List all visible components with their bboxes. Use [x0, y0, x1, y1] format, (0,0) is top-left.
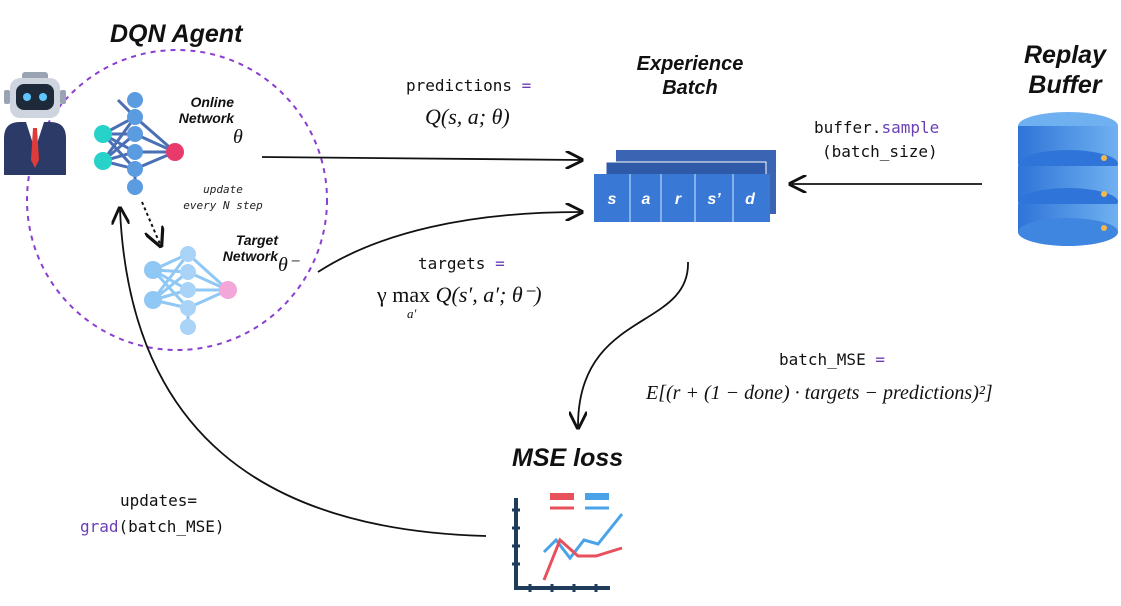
batch-cell-s2: s’: [707, 191, 721, 208]
sample-call-object: buffer.: [814, 118, 882, 137]
online-network-icon: [94, 92, 184, 195]
target-theta: θ⁻: [278, 254, 299, 276]
replay-title-line1: Replay: [1024, 41, 1106, 69]
updates-label-line1: updates=: [120, 491, 198, 510]
batch-mse-name: batch_MSE: [779, 350, 866, 369]
update-note: update every N step: [178, 182, 268, 214]
target-label-line1: Target: [235, 232, 278, 248]
sample-call-method: sample: [881, 118, 940, 137]
line-chart-icon: [512, 493, 624, 592]
sample-call-line1: buffer.sample: [814, 116, 939, 140]
targets-arrow: [317, 212, 580, 273]
updates-grad-fn: grad: [80, 517, 119, 536]
replay-title-line2: Buffer: [1028, 71, 1102, 99]
online-label-line1: Online: [190, 94, 234, 110]
database-icon: [1018, 112, 1118, 246]
robot-icon: [4, 72, 66, 175]
target-network-icon: [144, 246, 237, 335]
experience-batch-icon: s a r s’ d: [594, 150, 776, 222]
predictions-label: predictions =: [406, 76, 531, 95]
agent-title: DQN Agent: [110, 20, 243, 48]
updates-label: updates= grad(batch_MSE): [80, 488, 225, 540]
targets-formula-gamma-max: γ max: [377, 282, 431, 307]
mse-loss-title: MSE loss: [512, 444, 624, 472]
predictions-formula: Q(s, a; θ): [425, 104, 510, 129]
updates-grad-arg: (batch_MSE): [118, 517, 225, 536]
target-network-label: Target Network: [200, 232, 278, 264]
predictions-name: predictions: [406, 76, 512, 95]
targets-name: targets: [418, 254, 486, 273]
batch-to-loss-arrow: [578, 261, 689, 426]
updates-arrow: [120, 210, 487, 537]
batch-mse-label: batch_MSE =: [779, 350, 885, 369]
batch-mse-formula: E[(r + (1 − done) · targets − prediction…: [646, 382, 993, 404]
batch-cell-a: a: [642, 191, 651, 208]
targets-formula: γ max Q(s′, a′; θ⁻) a′: [377, 282, 542, 321]
targets-formula-q: Q(s′, a′; θ⁻): [435, 282, 542, 307]
batch-cell-r: r: [675, 191, 682, 208]
sample-call: buffer.sample (batch_size): [814, 116, 939, 164]
update-note-line2: every N step: [183, 199, 263, 212]
experience-title-line1: Experience: [636, 53, 744, 75]
targets-equals: =: [495, 254, 505, 273]
experience-title-line2: Batch: [662, 77, 718, 99]
batch-mse-equals: =: [875, 350, 885, 369]
update-note-line1: update: [203, 183, 243, 196]
batch-cell-d: d: [745, 191, 756, 208]
online-label-line2: Network: [178, 110, 234, 126]
experience-batch-title: Experience Batch: [620, 52, 760, 100]
updates-label-line2: grad(batch_MSE): [80, 514, 225, 540]
update-dotted-arrow: [141, 201, 160, 244]
targets-formula-subscript: a′: [407, 306, 417, 321]
targets-label: targets =: [418, 254, 505, 273]
target-label-line2: Network: [222, 248, 278, 264]
predictions-equals: =: [521, 76, 532, 95]
sample-call-line2: (batch_size): [822, 142, 938, 161]
online-theta: θ: [233, 126, 243, 148]
predictions-arrow: [261, 157, 580, 160]
batch-cell-s: s: [608, 191, 617, 208]
agent-boundary: [26, 49, 328, 351]
online-network-label: Online Network: [160, 94, 234, 126]
replay-buffer-title: Replay Buffer: [1010, 40, 1120, 100]
